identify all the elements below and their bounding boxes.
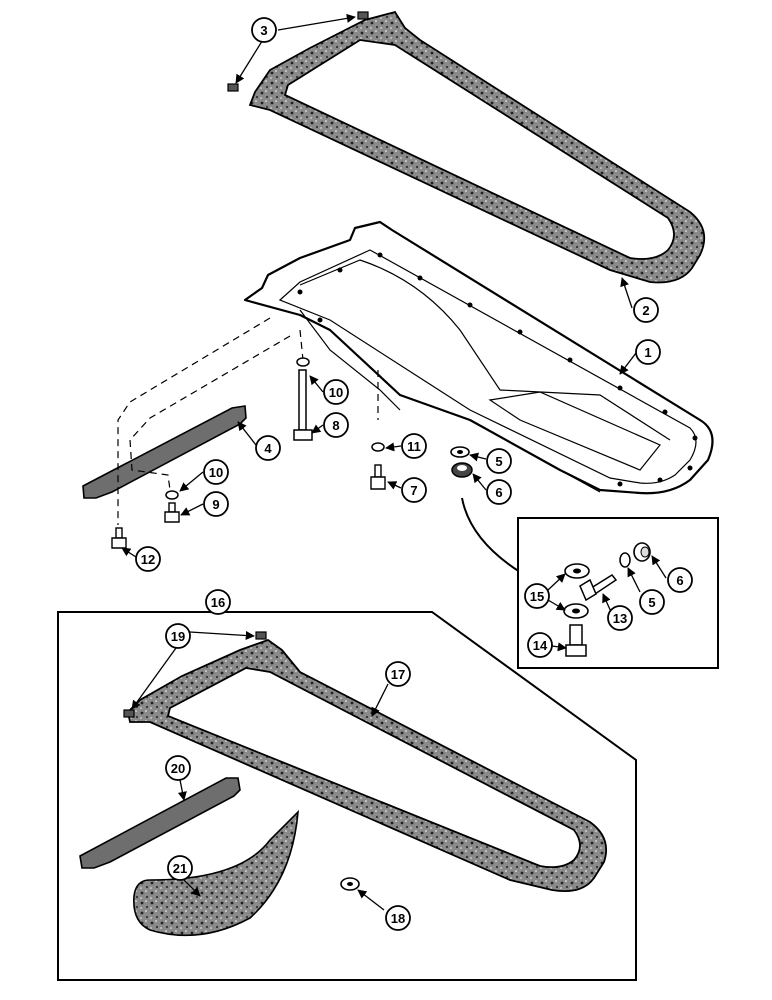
callout-4-label: 4 [264,441,272,456]
callout-10-upper-label: 10 [329,385,343,400]
callout-9-label: 9 [212,497,219,512]
callout-6-inset-label: 6 [676,573,683,588]
callout-6: 6 [486,479,512,505]
callout-10-lower: 10 [203,459,229,485]
callout-16-label: 16 [211,595,225,610]
callout-10-upper: 10 [323,379,349,405]
callout-19-label: 19 [171,629,185,644]
callout-16: 16 [205,589,231,615]
callout-7: 7 [401,477,427,503]
oil-pan [243,220,714,495]
callout-15: 15 [524,583,550,609]
upper-pan-gasket [248,10,706,284]
callout-2: 2 [633,297,659,323]
callout-3: 3 [251,17,277,43]
callout-18: 18 [385,905,411,931]
callout-15-label: 15 [530,589,544,604]
callout-3-label: 3 [260,23,267,38]
alignment-lines [117,317,379,525]
callout-5-inset: 5 [639,589,665,615]
callout-8-label: 8 [332,418,339,433]
callout-18-label: 18 [391,911,405,926]
callout-1-label: 1 [644,345,651,360]
callout-11: 11 [401,433,427,459]
callout-13: 13 [607,605,633,631]
callout-12-label: 12 [141,552,155,567]
callouts: 3 2 1 4 10 8 11 7 5 6 10 9 12 6 5 13 15 … [135,17,693,931]
callout-6-label: 6 [495,485,502,500]
callout-4: 4 [255,435,281,461]
callout-19: 19 [165,623,191,649]
callout-9: 9 [203,491,229,517]
callout-20-label: 20 [171,761,185,776]
callout-17: 17 [385,661,411,687]
callout-14: 14 [527,632,553,658]
callout-5: 5 [486,448,512,474]
callout-10-lower-label: 10 [209,465,223,480]
callout-21: 21 [167,855,193,881]
callout-17-label: 17 [391,667,405,682]
callout-21-label: 21 [173,861,187,876]
callout-7-label: 7 [410,483,417,498]
callout-1: 1 [635,339,661,365]
fasteners [111,11,473,549]
callout-2-label: 2 [642,303,649,318]
pan-reinforcement-plate [82,405,247,499]
callout-13-label: 13 [613,611,627,626]
callout-11-label: 11 [407,439,421,454]
callout-8: 8 [323,412,349,438]
inset-pointer [461,497,521,573]
callout-20: 20 [165,755,191,781]
callout-14-label: 14 [533,638,548,653]
callout-5-label: 5 [495,454,502,469]
callout-12: 12 [135,546,161,572]
callout-5-inset-label: 5 [648,595,655,610]
gasket-kit-box [57,611,637,981]
drain-plug-inset [517,517,719,669]
callout-6-inset: 6 [667,567,693,593]
